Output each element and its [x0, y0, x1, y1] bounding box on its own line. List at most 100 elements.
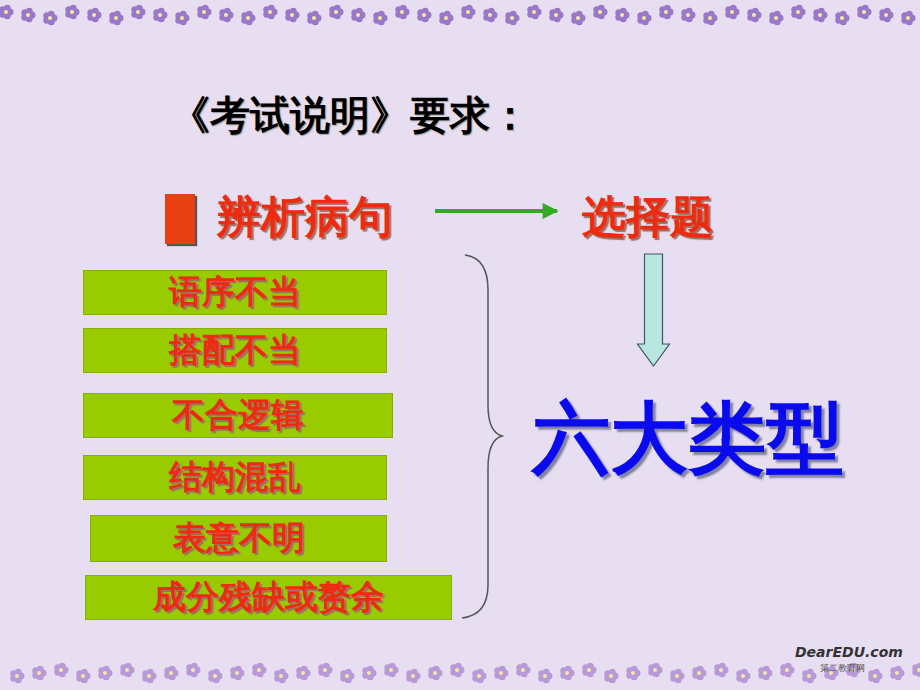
flower	[395, 5, 409, 20]
flower-center	[565, 671, 569, 675]
flower	[527, 5, 541, 20]
flower-center	[752, 13, 756, 17]
flower	[32, 666, 46, 681]
flower-center	[686, 13, 690, 17]
flower	[109, 11, 123, 26]
flower-center	[587, 668, 591, 672]
watermark: 第二教育网	[820, 662, 865, 675]
flower	[516, 663, 530, 678]
flower-center	[301, 671, 305, 675]
category-box: 表意不明	[90, 515, 387, 562]
node-text: 选择题	[582, 188, 714, 247]
flower	[857, 5, 871, 20]
flower	[164, 666, 178, 681]
flower-center	[521, 668, 525, 672]
flower-center	[92, 13, 96, 17]
flower	[747, 8, 761, 23]
flower	[725, 5, 739, 20]
flower-center	[411, 674, 415, 678]
flower	[406, 669, 420, 684]
flower	[241, 11, 255, 26]
flower-center	[598, 10, 602, 14]
flower	[538, 669, 552, 684]
flower-center	[433, 671, 437, 675]
flower	[648, 663, 662, 678]
flower-center	[125, 668, 129, 672]
flower	[0, 5, 14, 20]
category-box: 语序不当	[83, 270, 387, 315]
arrow-connector	[435, 209, 557, 213]
flower-center	[279, 674, 283, 678]
flower	[329, 5, 343, 20]
flower	[54, 663, 68, 678]
flower-center	[576, 16, 580, 20]
flower-center	[719, 668, 723, 672]
flower	[494, 666, 508, 681]
flower	[604, 669, 618, 684]
flower-center	[675, 674, 679, 678]
flower-center	[741, 674, 745, 678]
flower	[208, 669, 222, 684]
flower-center	[235, 671, 239, 675]
flower	[384, 663, 398, 678]
flower-center	[323, 668, 327, 672]
flower	[593, 5, 607, 20]
flower-center	[554, 13, 558, 17]
flower-center	[103, 671, 107, 675]
flower	[362, 666, 376, 681]
node-text: 表意不明	[173, 516, 305, 561]
flower-center	[114, 16, 118, 20]
flower-center	[158, 13, 162, 17]
flower-center	[510, 16, 514, 20]
flower	[98, 666, 112, 681]
flower	[615, 8, 629, 23]
flower-center	[664, 10, 668, 14]
flower-center	[642, 16, 646, 20]
flower	[351, 8, 365, 23]
flower-center	[818, 13, 822, 17]
flower-center	[59, 668, 63, 672]
node-text: 成分残缺或赘余	[153, 575, 384, 620]
flower	[296, 666, 310, 681]
flower-center	[840, 16, 844, 20]
slide-title: 《考试说明》要求：	[170, 88, 650, 143]
flower-center	[532, 10, 536, 14]
flower-center	[499, 671, 503, 675]
flower	[142, 669, 156, 684]
flower-center	[191, 668, 195, 672]
flower	[791, 5, 805, 20]
flower	[43, 11, 57, 26]
flower-center	[400, 10, 404, 14]
flower-center	[26, 13, 30, 17]
flower-center	[356, 13, 360, 17]
flower-center	[15, 674, 19, 678]
flower-center	[345, 674, 349, 678]
flower	[582, 663, 596, 678]
flower	[890, 666, 904, 681]
flower-center	[873, 674, 877, 678]
flower-center	[136, 10, 140, 14]
flower	[120, 663, 134, 678]
flower-center	[917, 668, 920, 672]
flower	[736, 669, 750, 684]
flower	[505, 11, 519, 26]
flower-center	[367, 671, 371, 675]
flower	[318, 663, 332, 678]
topic-text: 辨析病句	[200, 188, 410, 246]
flower-center	[906, 16, 910, 20]
flower-center	[268, 10, 272, 14]
flower-center	[796, 10, 800, 14]
flower-center	[884, 13, 888, 17]
flower-center	[290, 13, 294, 17]
flower-center	[224, 13, 228, 17]
node-text: 结构混乱	[169, 455, 301, 500]
flower	[835, 11, 849, 26]
flower	[439, 11, 453, 26]
category-box: 结构混乱	[83, 455, 387, 500]
question-type-text: 选择题	[565, 188, 730, 246]
flower	[219, 8, 233, 23]
flower	[274, 669, 288, 684]
flower	[868, 669, 882, 684]
flower	[450, 663, 464, 678]
flower	[153, 8, 167, 23]
